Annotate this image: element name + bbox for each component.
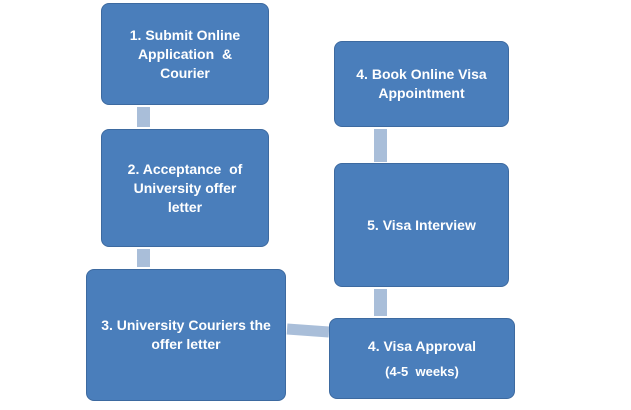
step-2-line-3: letter bbox=[167, 198, 203, 215]
connector-step2-step3 bbox=[137, 249, 150, 267]
step-4-book-line-2: Appointment bbox=[378, 85, 465, 101]
step-4-book-line-1: 4. Book Online Visa bbox=[356, 66, 487, 82]
connector-step4-approval-step5 bbox=[374, 289, 387, 316]
step-3-line-1: 3. University Couriers the bbox=[101, 317, 271, 333]
connector-step1-step2 bbox=[137, 107, 150, 127]
connector-step3-step4-approval bbox=[286, 323, 330, 338]
step-3-line-2: offer letter bbox=[151, 336, 221, 352]
step-5-visa-interview-box: 5. Visa Interview bbox=[334, 163, 509, 287]
step-3-university-couriers-box: 3. University Couriers the offer letter bbox=[86, 269, 286, 401]
step-2-acceptance-box: 2. Acceptance of University offer letter bbox=[101, 129, 269, 247]
step-1-line-3: Courier bbox=[160, 64, 210, 81]
step-4-approval-duration: (4-5 weeks) bbox=[385, 363, 459, 379]
step-4-book-appointment-box: 4. Book Online Visa Appointment bbox=[334, 41, 509, 127]
step-4-approval-title: 4. Visa Approval bbox=[367, 337, 477, 354]
connector-step5-step4-book bbox=[374, 129, 387, 162]
step-1-line-1: 1. Submit Online bbox=[129, 26, 241, 43]
step-1-submit-application-box: 1. Submit Online Application & Courier bbox=[101, 3, 269, 105]
step-2-line-2: University offer bbox=[133, 179, 237, 196]
step-1-line-2: Application & bbox=[137, 45, 233, 62]
step-2-line-1: 2. Acceptance of bbox=[127, 160, 243, 177]
step-4-visa-approval-box: 4. Visa Approval (4-5 weeks) bbox=[329, 318, 515, 399]
step-5-line-1: 5. Visa Interview bbox=[367, 216, 476, 233]
